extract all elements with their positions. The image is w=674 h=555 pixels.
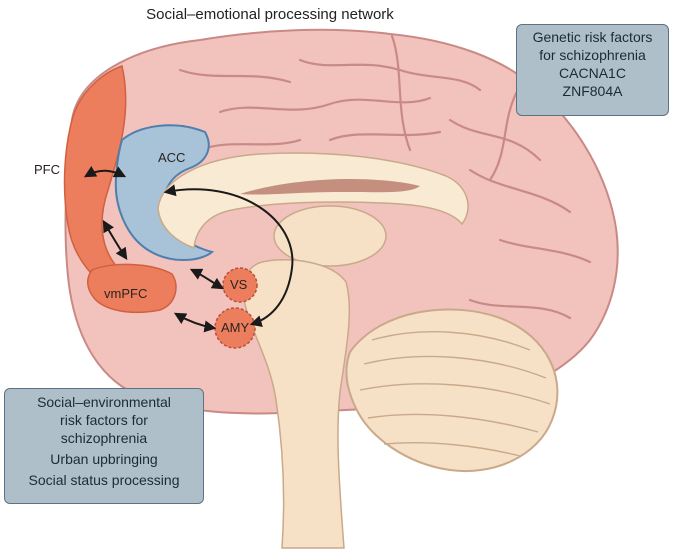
social-heading-line: schizophrenia bbox=[5, 429, 203, 447]
vs-label: VS bbox=[230, 277, 247, 292]
pfc-label: PFC bbox=[34, 162, 60, 177]
thalamus bbox=[274, 206, 386, 266]
gene-item: ZNF804A bbox=[517, 82, 668, 100]
social-heading-line: Social–environmental bbox=[5, 393, 203, 411]
amy-label: AMY bbox=[221, 320, 249, 335]
genetic-heading-line: Genetic risk factors bbox=[517, 28, 668, 46]
social-factor-item: Urban upbringing bbox=[5, 450, 203, 468]
cerebellum bbox=[347, 309, 558, 471]
acc-label: ACC bbox=[158, 150, 185, 165]
genetic-heading-line: for schizophrenia bbox=[517, 46, 668, 64]
social-heading-line: risk factors for bbox=[5, 411, 203, 429]
social-risk-box: Social–environmental risk factors for sc… bbox=[4, 388, 204, 504]
figure-title: Social–emotional processing network bbox=[0, 6, 540, 23]
genetic-risk-box: Genetic risk factors for schizophrenia C… bbox=[516, 24, 669, 116]
vmpfc-label: vmPFC bbox=[104, 286, 147, 301]
social-factor-item: Social status processing bbox=[5, 471, 203, 489]
gene-item: CACNA1C bbox=[517, 64, 668, 82]
